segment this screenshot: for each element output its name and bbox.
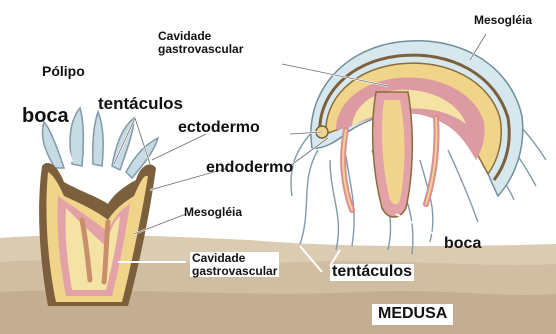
- label-cavidade-polipo-line1: Cavidade: [192, 252, 277, 265]
- label-cavidade-polipo: Cavidade gastrovascular: [190, 252, 279, 277]
- label-medusa: MEDUSA: [372, 304, 453, 325]
- label-cavidade-polipo-line2: gastrovascular: [192, 265, 277, 278]
- label-tentaculos-medusa: tentáculos: [330, 264, 414, 281]
- label-cavidade-medusa-line2: gastrovascular: [158, 43, 243, 56]
- medusa-drawing: [291, 41, 546, 254]
- label-mesogleia-polipo: Mesogléia: [184, 206, 242, 219]
- label-endodermo: endodermo: [206, 160, 293, 177]
- label-mesogleia-medusa: Mesogléia: [474, 14, 532, 27]
- label-cavidade-medusa-line1: Cavidade: [158, 30, 243, 43]
- label-boca-medusa: boca: [444, 236, 481, 253]
- label-cavidade-medusa: Cavidade gastrovascular: [158, 30, 243, 55]
- label-boca-polipo: boca: [22, 106, 69, 127]
- label-tentaculos-polipo: tentáculos: [98, 95, 183, 113]
- label-polipo: Pólipo: [42, 64, 85, 79]
- label-ectodermo: ectodermo: [178, 120, 260, 137]
